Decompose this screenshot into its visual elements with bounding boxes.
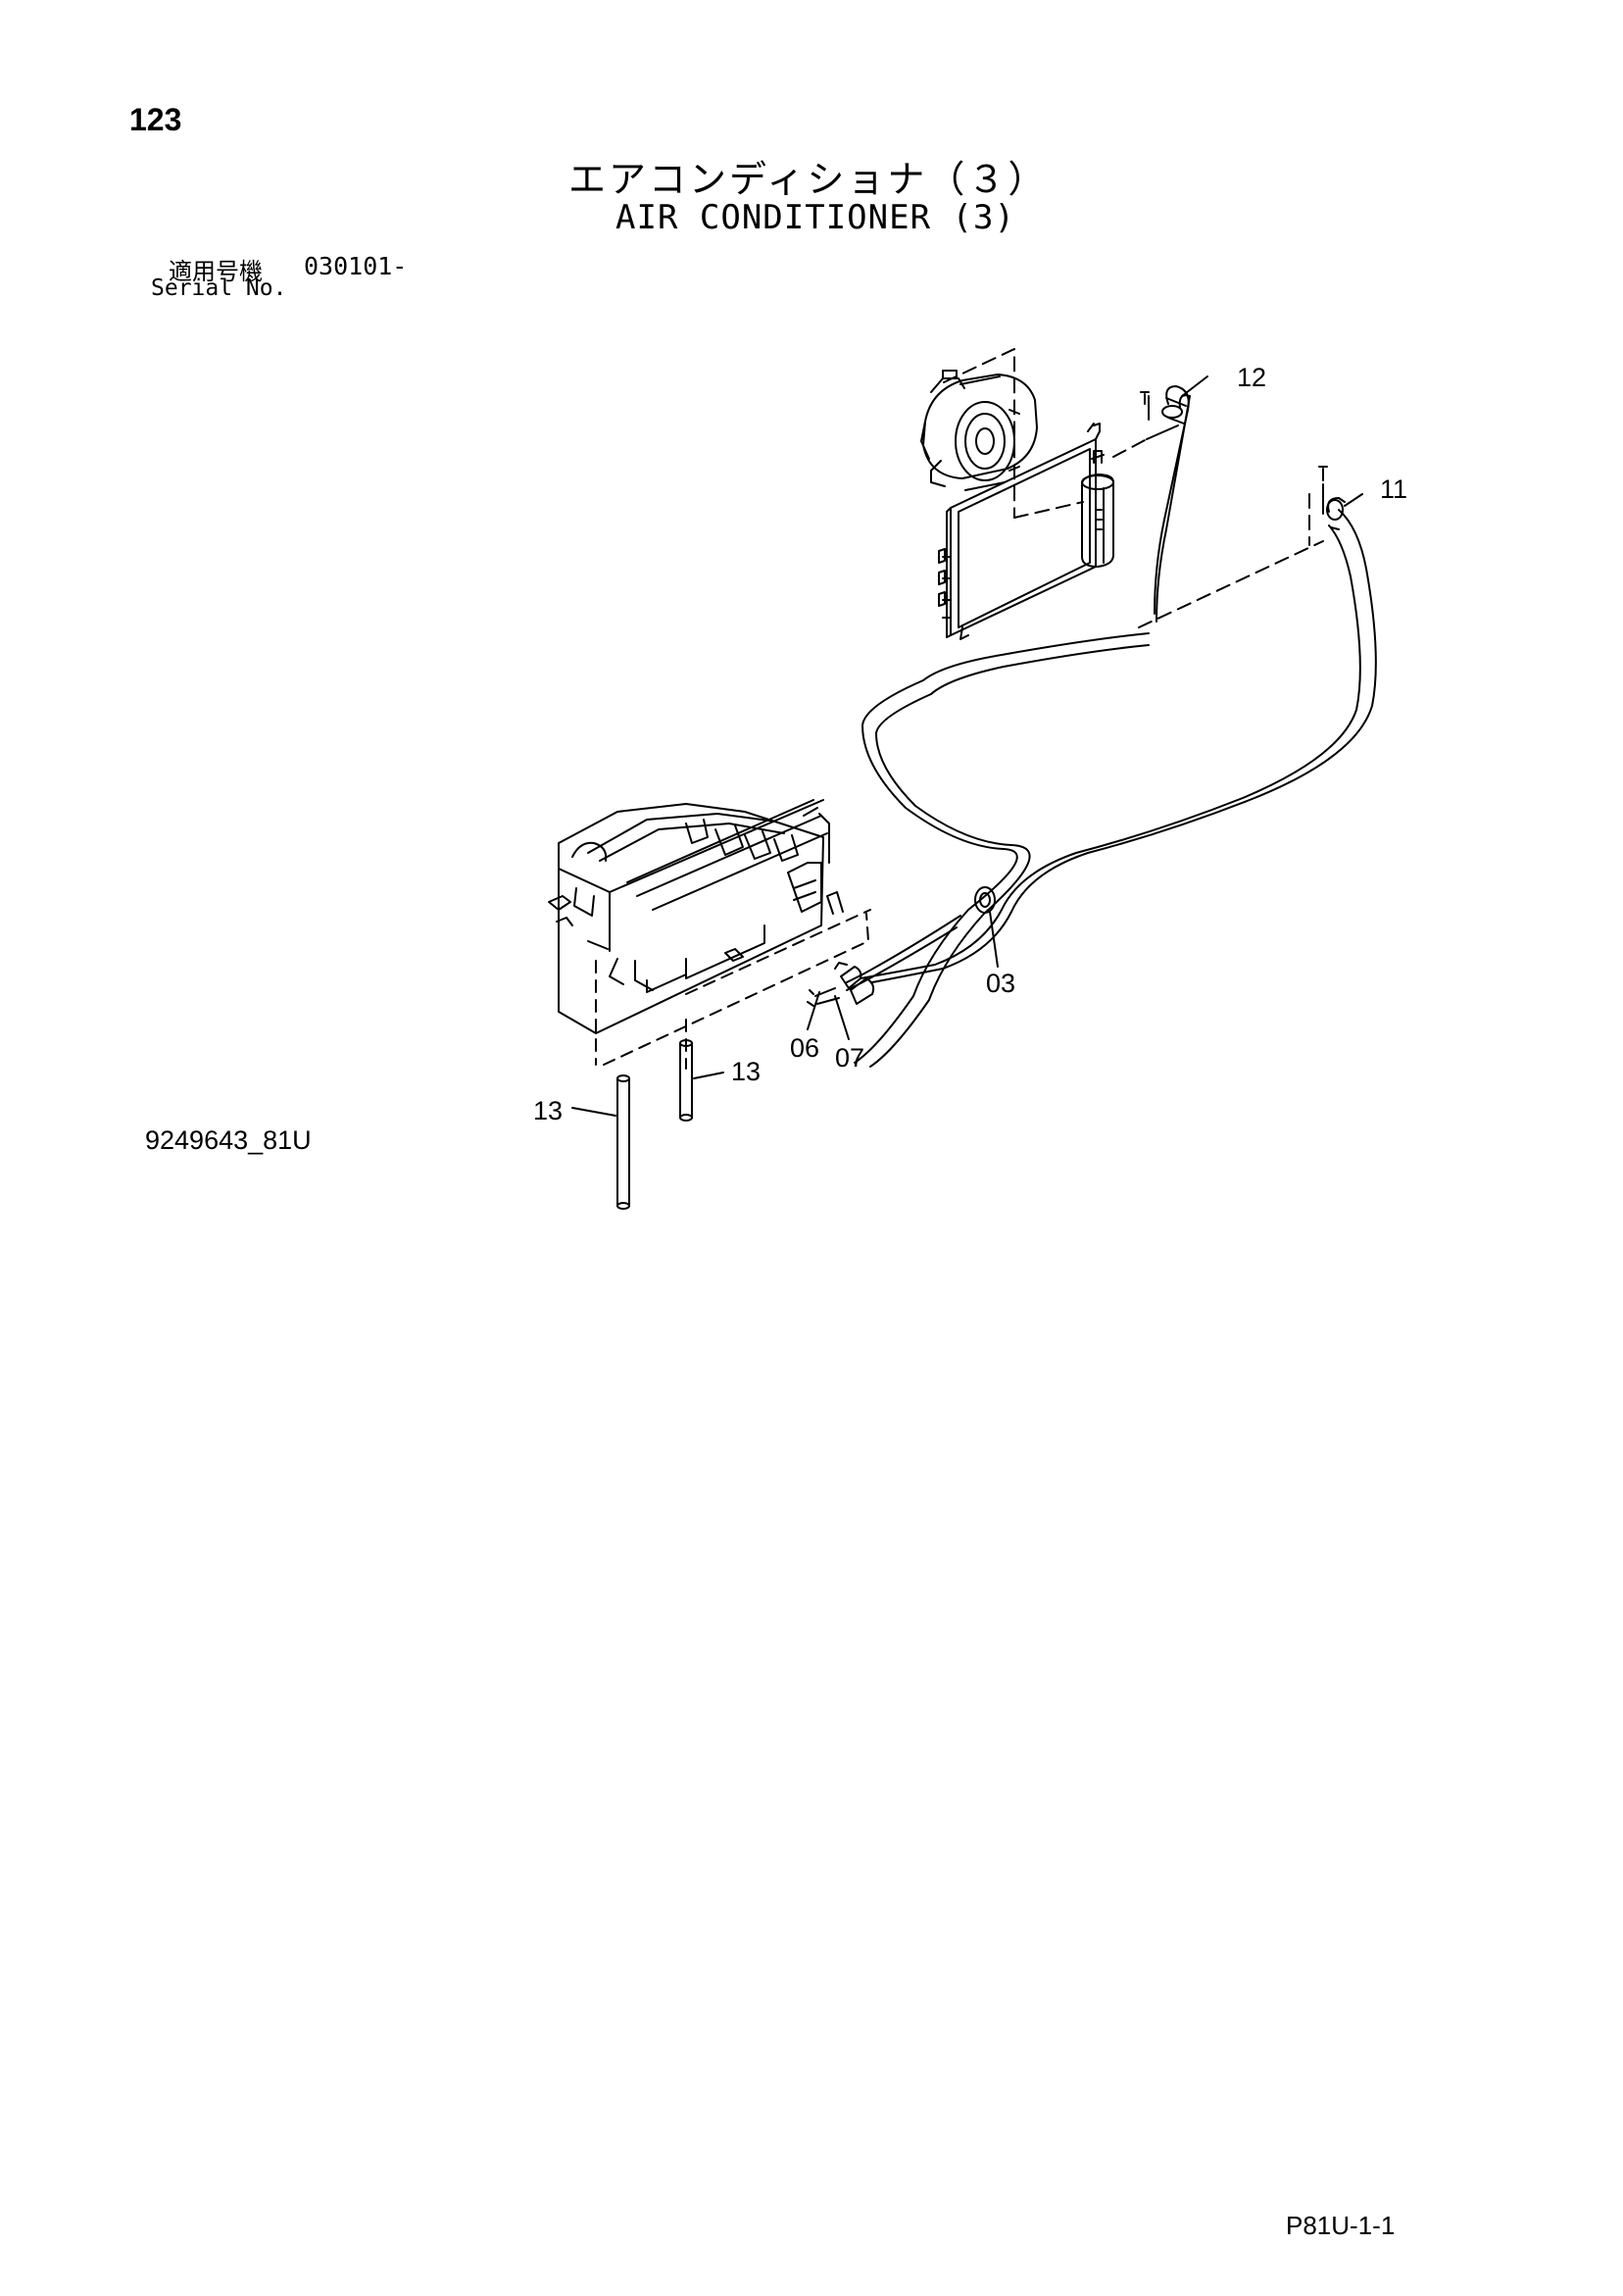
receiver-drier-drawing <box>1081 450 1114 568</box>
drawing-number: 9249643_81U <box>145 1125 312 1155</box>
page-number: 123 <box>129 102 182 137</box>
evaporator-unit-drawing <box>548 799 844 1034</box>
leader-11 <box>1344 493 1363 507</box>
refrigerant-hose-drawing <box>846 509 1377 1068</box>
drain-hose-13-drawing <box>616 1039 693 1210</box>
callout-12: 12 <box>1237 363 1266 392</box>
clamp-03-drawing <box>974 886 996 914</box>
condenser-drawing <box>938 423 1101 640</box>
leader-12 <box>1181 375 1208 397</box>
dashed-leader-compressor <box>943 348 1015 519</box>
leader-07 <box>834 995 850 1040</box>
leader-13-right <box>693 1072 724 1079</box>
callout-07: 07 <box>835 1043 864 1073</box>
serial-label-japanese: 適用号機 <box>169 258 263 285</box>
leader-06 <box>807 991 820 1030</box>
hose-12-drawing <box>1140 385 1191 623</box>
leader-03 <box>989 911 999 968</box>
fittings-06-07-drawing <box>807 962 875 1007</box>
page-title-japanese: エアコンディショナ（３） <box>568 158 1049 201</box>
page-title-english: AIR CONDITIONER (3) <box>615 198 1015 237</box>
callout-06: 06 <box>790 1033 819 1063</box>
leader-13-left <box>571 1107 616 1117</box>
callout-03: 03 <box>986 969 1015 998</box>
serial-label-english: Serial No. <box>151 275 287 301</box>
serial-number-value: 030101- <box>304 252 408 280</box>
compressor-drawing <box>920 370 1038 491</box>
page-reference: P81U-1-1 <box>1286 2211 1396 2240</box>
callout-13-right: 13 <box>731 1057 761 1086</box>
callout-11: 11 <box>1380 474 1407 504</box>
callout-13-left: 13 <box>533 1096 563 1125</box>
hose-11-drawing <box>1318 466 1346 530</box>
